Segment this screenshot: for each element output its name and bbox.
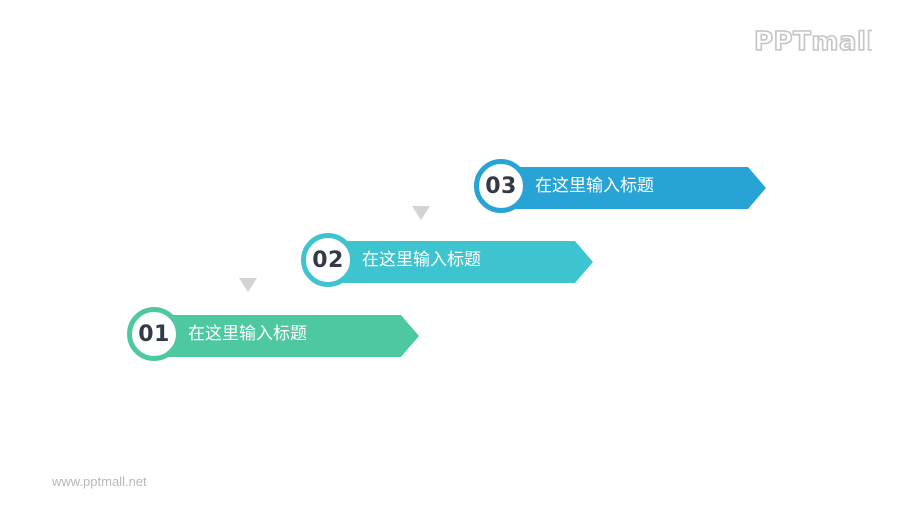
- step-02-banner: [325, 241, 593, 283]
- connector-triangle-2: [412, 206, 430, 220]
- step-02-number-badge: 02: [301, 233, 355, 287]
- step-01: 01 在这里输入标题: [127, 306, 427, 366]
- step-03-number: 03: [485, 173, 517, 199]
- connector-triangle-1: [239, 278, 257, 292]
- step-02-number: 02: [312, 247, 344, 273]
- svg-text:PPTmall: PPTmall: [754, 27, 872, 57]
- step-01-banner: [151, 315, 419, 357]
- step-03-title[interactable]: 在这里输入标题: [535, 176, 654, 196]
- pptmall-logo: PPTmall: [753, 26, 872, 58]
- step-02: 02 在这里输入标题: [301, 232, 601, 292]
- step-01-number-badge: 01: [127, 307, 181, 361]
- step-02-title[interactable]: 在这里输入标题: [362, 250, 481, 270]
- step-03: 03 在这里输入标题: [474, 158, 774, 218]
- step-03-banner: [498, 167, 766, 209]
- step-01-title[interactable]: 在这里输入标题: [188, 324, 307, 344]
- step-03-number-badge: 03: [474, 159, 528, 213]
- step-01-number: 01: [138, 321, 170, 347]
- footer-url[interactable]: www.pptmall.net: [52, 474, 147, 489]
